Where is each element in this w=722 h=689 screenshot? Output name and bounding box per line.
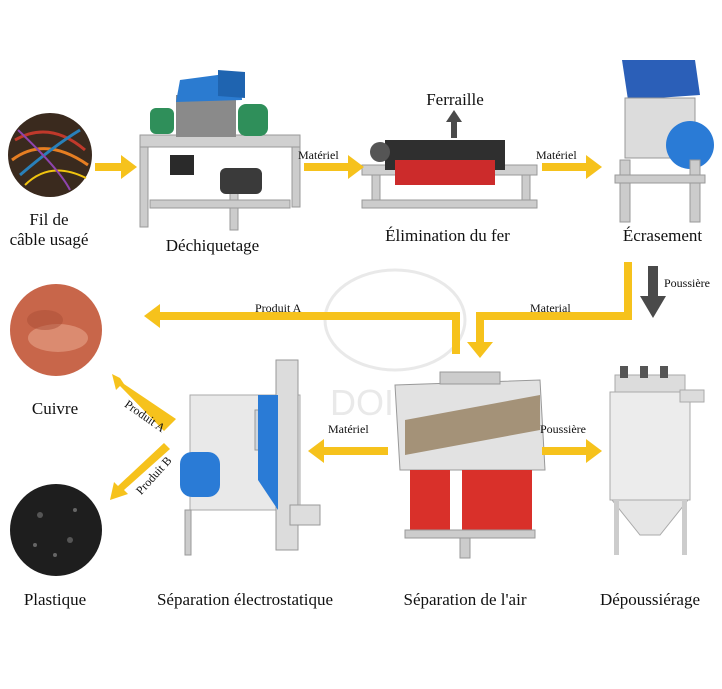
label-dust-removal: Dépoussiérage: [599, 590, 701, 609]
label-crushing: Écrasement: [622, 226, 703, 245]
edge-label-material-3: Matériel: [328, 422, 369, 436]
iron-removal-machine: [361, 140, 538, 209]
plastic-image: [10, 484, 102, 576]
arrow-dust-down: [640, 266, 666, 318]
edge-label-material-1: Matériel: [298, 148, 339, 162]
label-scrap-iron: Ferraille: [426, 90, 484, 109]
dust-arrows: [446, 110, 666, 318]
edge-label-product-a-top: Produit A: [255, 301, 302, 315]
label-iron-removal: Élimination du fer: [385, 226, 510, 245]
shredder-machine: [139, 70, 301, 231]
arrow-air-to-dust: [542, 439, 602, 463]
label-waste-cable: Fil de câble usagé: [9, 210, 89, 249]
arrow-iron-to-crusher: [542, 155, 602, 179]
label-air-separation: Séparation de l'air: [403, 590, 527, 609]
label-electrostatic: Séparation électrostatique: [156, 590, 334, 609]
label-plastic: Plastique: [23, 590, 87, 609]
arrow-shredder-to-iron: [304, 155, 364, 179]
arrow-product-a-to-copper: [144, 304, 460, 354]
edge-label-dust-1: Poussière: [664, 276, 710, 290]
arrow-product-b-diagonal: [110, 443, 170, 500]
arrow-scrap-iron-up: [446, 110, 462, 138]
arrow-cable-to-shredder: [95, 155, 137, 179]
edge-label-dust-2: Poussière: [540, 422, 586, 436]
flow-arrows: [95, 155, 632, 500]
label-shredding: Déchiquetage: [165, 236, 260, 255]
dust-collector-machine: [609, 366, 705, 555]
arrow-air-to-electrostatic: [308, 439, 388, 463]
crusher-machine: [614, 60, 714, 223]
waste-cable-image: [8, 113, 92, 197]
electrostatic-separator-machine: [180, 359, 321, 556]
edge-label-material-2: Matériel: [536, 148, 577, 162]
copper-image: [10, 284, 102, 376]
edge-label-material-en: Material: [530, 301, 571, 315]
air-separator-machine: [394, 371, 546, 559]
arrow-crusher-to-air-separator: [467, 262, 632, 358]
arrow-product-a-diagonal: [112, 374, 176, 431]
label-copper: Cuivre: [31, 399, 79, 418]
